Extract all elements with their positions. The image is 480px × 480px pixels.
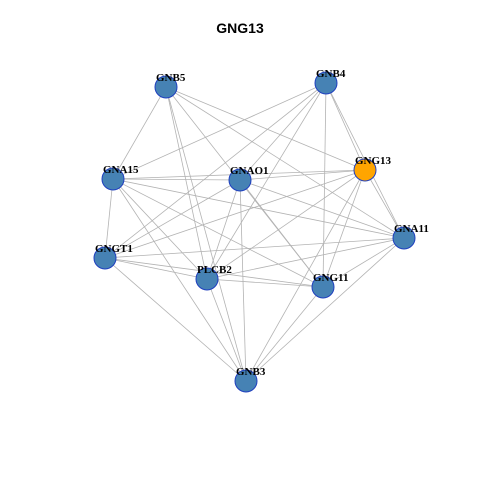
- edge-gna11-gngt1: [104, 237, 405, 259]
- node-gnao1[interactable]: GNAO1: [228, 165, 269, 192]
- node-label: GNGT1: [95, 243, 133, 255]
- node-label: GNG13: [355, 155, 392, 167]
- edge-gnb4-gnao1: [239, 82, 327, 181]
- node-label: PLCB2: [197, 264, 232, 276]
- node-circle[interactable]: [228, 168, 252, 192]
- edge-gnb4-gng13: [325, 82, 366, 171]
- edge-gnb5-plcb2: [165, 86, 208, 280]
- edge-gng13-gnb3: [245, 169, 366, 382]
- edge-gng13-gng11: [322, 169, 366, 288]
- edges-layer: [104, 82, 405, 382]
- node-gna11[interactable]: GNA11: [392, 223, 429, 250]
- edge-gnb5-gng13: [165, 86, 366, 171]
- node-gng11[interactable]: GNG11: [311, 272, 348, 299]
- edge-gnb4-gng11: [322, 82, 327, 288]
- edge-gna15-plcb2: [112, 178, 208, 280]
- node-label: GNB5: [156, 72, 186, 84]
- edge-gnao1-gngt1: [104, 179, 241, 259]
- edge-gnb5-gna15: [112, 86, 167, 180]
- node-circle[interactable]: [353, 158, 377, 182]
- node-label: GNAO1: [230, 165, 269, 177]
- node-label: GNA15: [103, 164, 139, 176]
- edge-gnao1-gna11: [239, 179, 405, 239]
- edge-gna11-gng11: [322, 237, 405, 288]
- edge-gna15-gnb3: [112, 178, 247, 382]
- node-circle[interactable]: [195, 267, 219, 291]
- node-circle[interactable]: [234, 369, 258, 393]
- node-label: GNB4: [316, 68, 346, 80]
- edge-gna15-gna11: [112, 178, 405, 239]
- edge-gnb5-gnb3: [165, 86, 247, 382]
- graph-title: GNG13: [216, 20, 264, 36]
- edge-gnb4-plcb2: [206, 82, 327, 280]
- edge-gnb5-gna11: [165, 86, 405, 239]
- node-label: GNA11: [394, 223, 429, 235]
- node-circle[interactable]: [101, 167, 125, 191]
- node-label: GNB3: [236, 366, 266, 378]
- edge-gnao1-gng13: [239, 169, 366, 181]
- edge-gna15-gngt1: [104, 178, 114, 259]
- node-circle[interactable]: [154, 75, 178, 99]
- node-circle[interactable]: [392, 226, 416, 250]
- node-gngt1[interactable]: GNGT1: [93, 243, 133, 270]
- edge-gna11-gnb3: [245, 237, 405, 382]
- edge-gnao1-gnb3: [239, 179, 247, 382]
- node-circle[interactable]: [311, 275, 335, 299]
- node-gng13[interactable]: GNG13: [353, 155, 392, 182]
- edge-gnb4-gna15: [112, 82, 327, 180]
- edge-gna15-gng11: [112, 178, 324, 288]
- edge-gng13-gna11: [364, 169, 405, 239]
- node-gnb5[interactable]: GNB5: [154, 72, 186, 99]
- edge-plcb2-gng11: [206, 278, 324, 288]
- edge-gngt1-plcb2: [104, 257, 208, 280]
- edge-gng13-plcb2: [206, 169, 366, 280]
- edge-plcb2-gnb3: [206, 278, 247, 382]
- node-circle[interactable]: [314, 71, 338, 95]
- edge-gngt1-gnb3: [104, 257, 247, 382]
- edge-gng11-gnb3: [245, 286, 324, 382]
- node-gna15[interactable]: GNA15: [101, 164, 139, 191]
- node-gnb3[interactable]: GNB3: [234, 366, 266, 393]
- node-circle[interactable]: [93, 246, 117, 270]
- edge-gna11-plcb2: [206, 237, 405, 280]
- node-gnb4[interactable]: GNB4: [314, 68, 346, 95]
- edge-gnao1-gng11: [239, 179, 324, 288]
- node-plcb2[interactable]: PLCB2: [195, 264, 232, 291]
- node-label: GNG11: [313, 272, 348, 284]
- edge-gna15-gnao1: [112, 178, 241, 181]
- edge-gnb4-gngt1: [104, 82, 327, 259]
- edge-gng13-gngt1: [104, 169, 366, 259]
- edge-gnao1-plcb2: [206, 179, 241, 280]
